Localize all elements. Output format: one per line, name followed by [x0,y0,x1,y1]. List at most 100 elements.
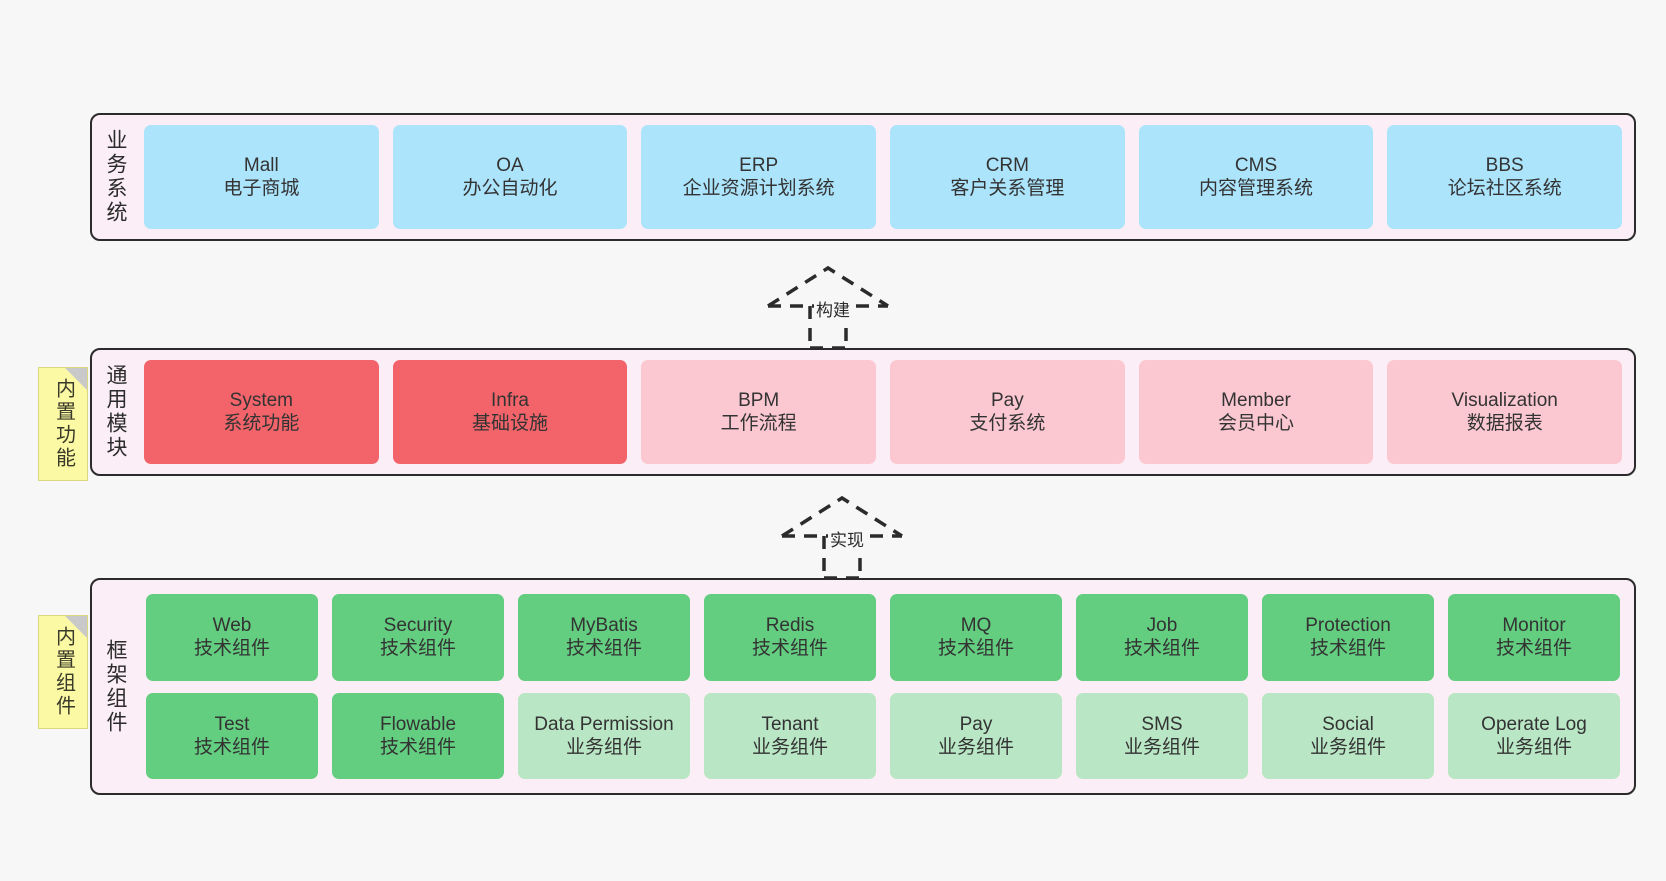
card-protection-cn: 技术组件 [1309,638,1386,660]
card-pay-module-cn: 支付系统 [969,413,1046,434]
card-social-cn: 业务组件 [1309,736,1386,758]
card-system[interactable]: System 系统功能 [144,360,379,464]
card-bpm[interactable]: BPM 工作流程 [641,360,877,464]
card-redis-en: Redis [765,615,815,637]
card-bpm-cn: 工作流程 [720,413,797,434]
card-infra-cn: 基础设施 [472,413,549,434]
layer-framework-grid: Web 技术组件 Security 技术组件 MyBatis 技术组件 Redi… [138,580,1634,793]
card-social[interactable]: Social 业务组件 [1262,692,1434,779]
card-crm[interactable]: CRM 客户关系管理 [890,125,1125,229]
card-data-permission-en: Data Permission [534,713,674,735]
card-monitor[interactable]: Monitor 技术组件 [1448,594,1620,681]
card-pay-component[interactable]: Pay 业务组件 [890,692,1062,779]
card-tenant-cn: 业务组件 [751,736,828,758]
card-oa[interactable]: OA 办公自动化 [392,125,628,229]
card-pay-module-en: Pay [990,389,1024,411]
card-bpm-en: BPM [738,389,780,411]
card-pay-component-en: Pay [959,713,993,735]
card-security-en: Security [383,615,453,637]
card-mq-en: MQ [960,615,992,637]
note-builtin-feature: 内置功能 [38,367,88,481]
note-builtin-feature-label: 内置功能 [52,378,75,470]
card-tenant-en: Tenant [761,713,819,735]
card-operate-log-en: Operate Log [1481,713,1587,735]
card-mall[interactable]: Mall 电子商城 [144,125,379,229]
card-erp[interactable]: ERP 企业资源计划系统 [641,125,877,229]
card-oa-en: OA [496,154,524,176]
framework-row-technical: Web 技术组件 Security 技术组件 MyBatis 技术组件 Redi… [146,594,1620,681]
card-job-en: Job [1146,615,1178,637]
card-mybatis-en: MyBatis [570,615,638,637]
card-sms[interactable]: SMS 业务组件 [1076,692,1248,779]
card-mall-cn: 电子商城 [223,178,300,199]
card-protection[interactable]: Protection 技术组件 [1262,594,1434,681]
note-builtin-component: 内置组件 [38,615,88,729]
card-monitor-cn: 技术组件 [1495,638,1572,660]
card-redis[interactable]: Redis 技术组件 [704,594,876,681]
card-web-cn: 技术组件 [193,638,270,660]
card-monitor-en: Monitor [1502,615,1566,637]
card-visualization-cn: 数据报表 [1466,413,1543,434]
framework-row-business: Test 技术组件 Flowable 技术组件 Data Permission … [146,692,1620,779]
card-member-en: Member [1221,389,1291,411]
card-data-permission-cn: 业务组件 [565,736,642,758]
card-mall-en: Mall [243,154,279,176]
card-crm-cn: 客户关系管理 [950,178,1065,199]
card-bbs-cn: 论坛社区系统 [1447,178,1562,199]
card-mq[interactable]: MQ 技术组件 [890,594,1062,681]
card-operate-log-cn: 业务组件 [1495,736,1572,758]
card-sms-cn: 业务组件 [1123,736,1200,758]
layer-title-framework-component: 框架组件 [104,638,128,735]
card-member-cn: 会员中心 [1218,413,1295,434]
card-oa-cn: 办公自动化 [462,178,558,199]
card-job-cn: 技术组件 [1123,638,1200,660]
card-flowable-cn: 技术组件 [379,736,456,758]
card-visualization[interactable]: Visualization 数据报表 [1387,360,1623,464]
layer-common-cards: System 系统功能 Infra 基础设施 BPM 工作流程 Pay 支付系统… [138,350,1634,474]
card-test-en: Test [214,713,250,735]
card-flowable[interactable]: Flowable 技术组件 [332,692,504,779]
card-web-en: Web [212,615,252,637]
card-infra[interactable]: Infra 基础设施 [392,360,628,464]
card-tenant[interactable]: Tenant 业务组件 [704,692,876,779]
layer-business-system: 业务系统 Mall 电子商城 OA 办公自动化 ERP 企业资源计划系统 CRM… [90,113,1636,241]
layer-title-common-module: 通用模块 [104,364,128,460]
card-flowable-en: Flowable [379,713,457,735]
layer-business-cards: Mall 电子商城 OA 办公自动化 ERP 企业资源计划系统 CRM 客户关系… [138,115,1634,239]
card-test-cn: 技术组件 [193,736,270,758]
card-pay-module[interactable]: Pay 支付系统 [890,360,1125,464]
connector-build: 构建 [758,262,918,350]
card-web[interactable]: Web 技术组件 [146,594,318,681]
card-test[interactable]: Test 技术组件 [146,692,318,779]
card-crm-en: CRM [985,154,1029,176]
layer-framework-component: 框架组件 Web 技术组件 Security 技术组件 MyBatis 技术组件… [90,578,1636,795]
card-bbs-en: BBS [1485,154,1524,176]
card-bbs[interactable]: BBS 论坛社区系统 [1387,125,1623,229]
card-security[interactable]: Security 技术组件 [332,594,504,681]
connector-implement-label: 实现 [828,526,866,551]
note-fold-corner-icon [65,368,87,390]
card-system-en: System [229,389,294,411]
card-visualization-en: Visualization [1451,389,1558,411]
card-cms-cn: 内容管理系统 [1199,178,1314,199]
card-social-en: Social [1322,713,1374,735]
card-cms[interactable]: CMS 内容管理系统 [1138,125,1374,229]
card-operate-log[interactable]: Operate Log 业务组件 [1448,692,1620,779]
card-data-permission[interactable]: Data Permission 业务组件 [518,692,690,779]
card-infra-en: Infra [490,389,530,411]
card-job[interactable]: Job 技术组件 [1076,594,1248,681]
connector-implement: 实现 [772,492,932,580]
card-member[interactable]: Member 会员中心 [1138,360,1374,464]
note-fold-corner-icon [65,616,87,638]
card-pay-component-cn: 业务组件 [937,736,1014,758]
connector-build-label: 构建 [814,296,852,321]
card-cms-en: CMS [1234,154,1278,176]
card-sms-en: SMS [1141,713,1183,735]
card-erp-cn: 企业资源计划系统 [682,178,835,199]
layer-common-module: 通用模块 System 系统功能 Infra 基础设施 BPM 工作流程 Pay… [90,348,1636,476]
card-mybatis-cn: 技术组件 [565,638,642,660]
card-protection-en: Protection [1305,615,1391,637]
layer-title-business-system: 业务系统 [104,129,128,225]
card-mybatis[interactable]: MyBatis 技术组件 [518,594,690,681]
